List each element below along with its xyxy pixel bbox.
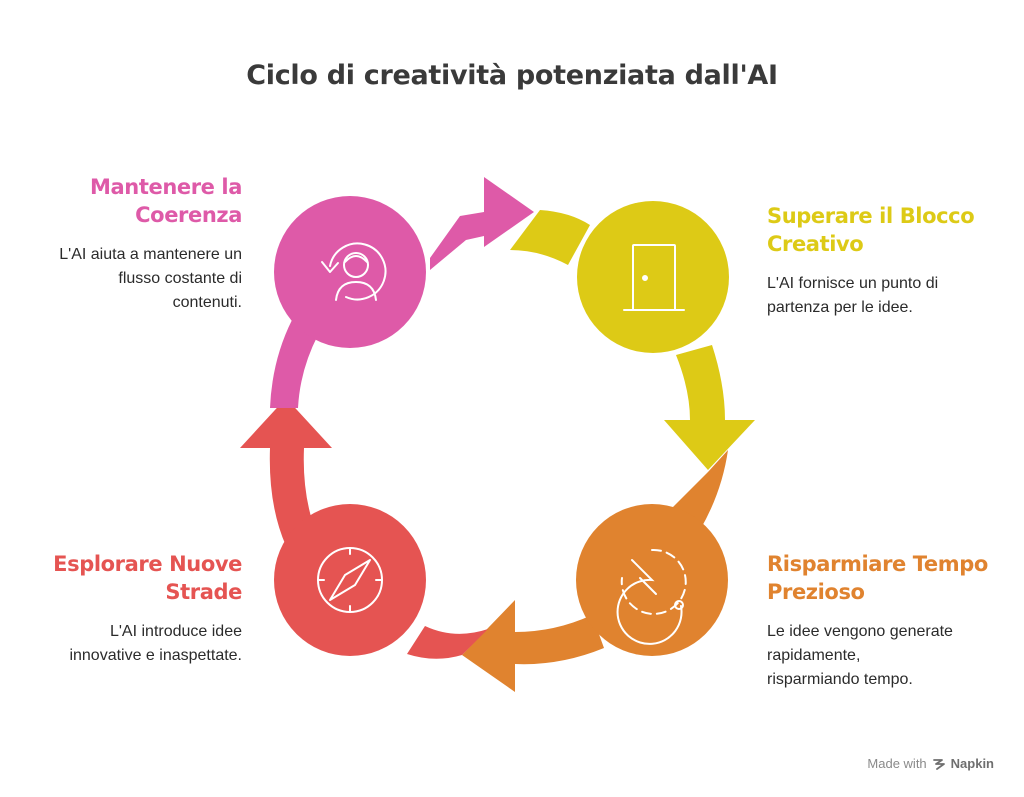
desc-line: L'AI fornisce un punto di xyxy=(767,275,939,292)
arrow-red-to-pink xyxy=(240,398,332,546)
heading-line: Mantenere la xyxy=(90,175,242,199)
arrow-band-pink-left xyxy=(270,320,318,408)
heading-line: Strade xyxy=(165,580,242,604)
step-description: Le idee vengono generate rapidamente, ri… xyxy=(767,620,1007,692)
desc-line: partenza per le idee. xyxy=(767,299,913,316)
heading-line: Esplorare Nuove xyxy=(53,552,242,576)
page-title: Ciclo di creatività potenziata dall'AI xyxy=(246,60,778,91)
step-heading: Esplorare Nuove Strade xyxy=(20,550,242,606)
desc-line: rapidamente, xyxy=(767,647,861,664)
heading-line: Creativo xyxy=(767,232,864,256)
desc-line: innovative e inaspettate. xyxy=(69,647,242,664)
compass-icon xyxy=(317,547,383,613)
timer-icon xyxy=(616,548,687,645)
heading-line: Risparmiare Tempo xyxy=(767,552,988,576)
heading-line: Superare il Blocco xyxy=(767,204,975,228)
arrow-band-red-bottom xyxy=(407,626,488,659)
circle-yellow xyxy=(577,201,729,353)
door-icon xyxy=(623,244,685,311)
circle-red xyxy=(274,504,426,656)
user-cycle-icon xyxy=(321,242,387,301)
step-risparmiare-tempo: Risparmiare Tempo Prezioso Le idee vengo… xyxy=(767,550,1007,692)
desc-line: contenuti. xyxy=(172,294,242,311)
heading-line: Prezioso xyxy=(767,580,865,604)
step-description: L'AI introduce idee innovative e inaspet… xyxy=(20,620,242,668)
circle-pink xyxy=(274,196,426,348)
step-heading: Risparmiare Tempo Prezioso xyxy=(767,550,1007,606)
desc-line: L'AI introduce idee xyxy=(109,623,242,640)
napkin-logo-icon xyxy=(932,758,945,770)
step-mantenere-coerenza: Mantenere la Coerenza L'AI aiuta a mante… xyxy=(20,173,242,315)
heading-line: Coerenza xyxy=(135,203,242,227)
desc-line: Le idee vengono generate xyxy=(767,623,953,640)
made-with-text: Made with xyxy=(867,756,927,771)
desc-line: L'AI aiuta a mantenere un xyxy=(59,246,242,263)
desc-line: flusso costante di xyxy=(118,270,242,287)
arrow-yellow-to-orange xyxy=(664,345,755,470)
step-heading: Superare il Blocco Creativo xyxy=(767,202,1007,258)
arrow-pink-to-yellow xyxy=(430,177,534,270)
arrow-orange-to-red xyxy=(462,600,604,692)
arrow-band-yellow-top xyxy=(510,210,590,265)
step-esplorare-strade: Esplorare Nuove Strade L'AI introduce id… xyxy=(20,550,242,668)
step-description: L'AI fornisce un punto di partenza per l… xyxy=(767,272,1007,320)
step-description: L'AI aiuta a mantenere un flusso costant… xyxy=(20,243,242,315)
step-heading: Mantenere la Coerenza xyxy=(20,173,242,229)
arrow-band-orange-right xyxy=(672,450,728,530)
step-superare-blocco: Superare il Blocco Creativo L'AI fornisc… xyxy=(767,202,1007,320)
desc-line: risparmiando tempo. xyxy=(767,671,913,688)
napkin-brand: Napkin xyxy=(950,756,994,771)
napkin-watermark: Made with Napkin xyxy=(867,756,994,771)
